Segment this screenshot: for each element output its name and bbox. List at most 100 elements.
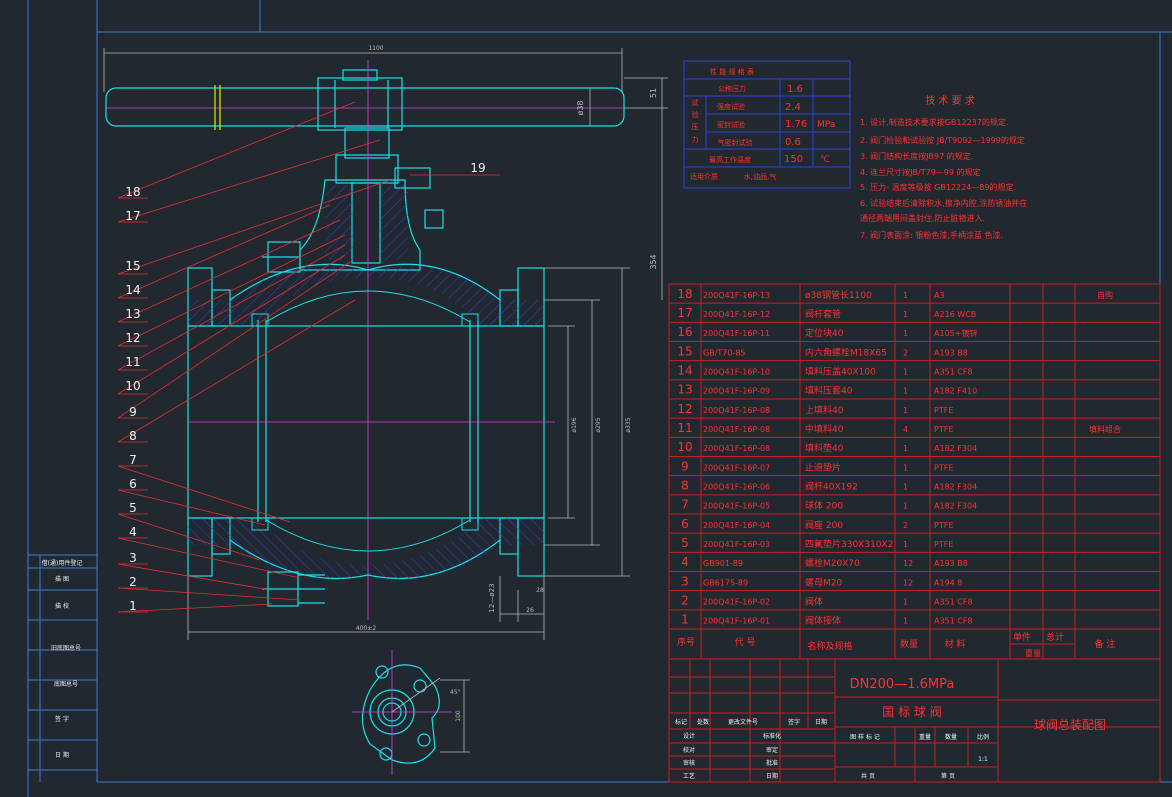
valve-side-view xyxy=(352,650,470,775)
bom-cell-no: 18 xyxy=(677,287,692,301)
bom-cell-mat: PTFE xyxy=(934,406,953,415)
tech-title: 技 术 要 求 xyxy=(925,94,975,107)
bom-cell-no: 3 xyxy=(681,574,689,588)
leader-label: 7 xyxy=(129,453,137,467)
tb-header: 标记 xyxy=(675,718,687,726)
bom-cell-mat: A182 F304 xyxy=(934,502,977,511)
bom-cell-code: 200Q41F-16P-11 xyxy=(703,329,770,338)
leader-label-19: 19 xyxy=(470,161,485,175)
tb-header: 更改文件号 xyxy=(728,718,758,726)
bom-cell-name: 四氟垫片330X310X2 xyxy=(805,538,893,550)
bom-cell-no: 14 xyxy=(677,363,692,377)
leader-label: 8 xyxy=(129,429,137,443)
bom-cell-qty: 1 xyxy=(903,597,908,606)
leader-labels: 18 17 15 14 13 12 11 10 9 8 7 6 5 4 3 2 … xyxy=(125,161,485,613)
tb-header: 签字 xyxy=(788,718,800,726)
bom-header-code: 代 号 xyxy=(735,637,756,648)
bom-header-no: 序号 xyxy=(677,636,695,648)
bom-cell-no: 4 xyxy=(681,555,689,569)
perf-row-label: 最高工作温度 xyxy=(709,155,751,164)
left-strip-item: 描 图 xyxy=(55,575,69,583)
tb-weight: 重量 xyxy=(919,733,931,741)
bom-cell-no: 8 xyxy=(681,478,689,492)
bom-cell-name: 内六角螺栓M18X65 xyxy=(805,346,887,358)
bom-cell-code: 200Q41F-16P-12 xyxy=(703,310,770,319)
left-strip: 借(通)用件登记 描 图 描 校 旧底图总号 底图总号 签 字 日 期 xyxy=(28,554,97,782)
bom-cell-no: 17 xyxy=(677,306,692,320)
perf-row-label: 气密封试验 xyxy=(718,138,753,147)
dim-total-length xyxy=(103,48,623,92)
handle-hub xyxy=(317,69,403,131)
bom-cell-code: 200Q41F-16P-01 xyxy=(703,617,770,626)
bom-cell-mat: A193 B8 xyxy=(934,559,968,568)
title-block: DN200—1.6MPa 国 标 球 阀 球阀总装配图 标记 处数 更改文件号 … xyxy=(668,658,1161,783)
bom-cell-code: 200Q41F-16P-08 xyxy=(703,425,770,434)
bom-cell-no: 1 xyxy=(681,613,689,627)
bom-cell-name: 定位块40 xyxy=(805,327,844,339)
bom-cell-qty: 1 xyxy=(903,291,908,300)
bom-cell-qty: 1 xyxy=(903,617,908,626)
tech-line: 7. 阀门表面涂: 银粉色漆,手柄涂蓝 色漆. xyxy=(860,230,1003,240)
dim-d100-text: 100 xyxy=(455,710,462,722)
tb-label: 标准化 xyxy=(763,732,781,740)
bom-cell-code: 200Q41F-16P-05 xyxy=(703,502,770,511)
dim-d295-text: ø295 xyxy=(595,417,602,432)
tb-scale: 比例 xyxy=(977,733,989,741)
tech-line: 3. 阀门结构长度按JB97 的规定. xyxy=(860,151,973,161)
valve-main-view: 1100 ø38 51 354 xyxy=(103,45,668,640)
bom-cell-qty: 1 xyxy=(903,329,908,338)
bom-cell-name: 止退垫片 xyxy=(805,461,841,473)
bom-cell-name: 填料压套40 xyxy=(805,385,853,397)
bom-cell-name: 填料压盖40X100 xyxy=(805,365,876,377)
bom-header-mat: 材 料 xyxy=(945,638,966,650)
leader-label: 15 xyxy=(125,259,140,273)
bom-cell-mat: PTFE xyxy=(934,540,953,549)
leader-label: 2 xyxy=(129,575,137,589)
perf-row-value: 1.6 xyxy=(787,84,803,95)
dim-total-length-text: 1100 xyxy=(368,45,383,52)
leader-label: 17 xyxy=(125,209,140,223)
tb-stage: 图 样 标 记 xyxy=(850,733,880,741)
tb-label: 校对 xyxy=(683,746,695,754)
handle-bar xyxy=(105,87,625,127)
leader-label: 6 xyxy=(129,477,137,491)
bom-cell-mat: A3 xyxy=(934,291,945,300)
bom-cell-qty: 1 xyxy=(903,367,908,376)
bom-cell-qty: 12 xyxy=(903,578,913,587)
bom-cell-name: 球体 200 xyxy=(805,500,843,512)
bom-cell-qty: 4 xyxy=(903,425,908,434)
dim-d28-text: 28 xyxy=(536,587,544,594)
left-strip-item: 旧底图总号 xyxy=(51,644,81,652)
bom-header-name: 名称及规格 xyxy=(807,640,852,652)
leader-lines-underline xyxy=(118,197,148,613)
tech-requirements: 技 术 要 求 1. 设计,制造技术要求按GB12237的规定. 2. 阀门检验… xyxy=(860,94,1027,240)
bom-cell-no: 9 xyxy=(681,459,689,473)
tb-total-sheets: 共 页 xyxy=(861,772,875,780)
title-spec: DN200—1.6MPa xyxy=(850,677,955,692)
bom-header: 序号 代 号 名称及规格 数量 材 料 单件 总计 重量 备 注 xyxy=(677,631,1115,658)
leader-label: 3 xyxy=(129,551,137,565)
bom-cell-qty: 2 xyxy=(903,521,908,530)
bom-cell-mat: A351 CF8 xyxy=(934,617,973,626)
bom-cell-name: 螺母M20 xyxy=(805,577,842,588)
bom-cell-qty: 1 xyxy=(903,502,908,511)
bom-cell-name: ø38钢管长1100 xyxy=(805,289,872,301)
bom-header-qty: 数量 xyxy=(900,638,918,650)
perf-row-value: 0.6 xyxy=(785,137,801,148)
bom-cell-mat: A216 WCB xyxy=(934,310,976,319)
tech-line: 2. 阀门检验和试验按 JB/T9092—1999的规定 xyxy=(860,135,1025,145)
bom-cell-no: 16 xyxy=(677,325,692,339)
perf-side-label: 试 验 压 力 xyxy=(692,98,699,144)
bom-cell-mat: A351 CF8 xyxy=(934,367,973,376)
svg-text:压: 压 xyxy=(692,123,699,131)
left-strip-item: 底图总号 xyxy=(54,680,78,688)
bom-cell-name: 阀杆40X192 xyxy=(805,480,858,492)
bom-cell-name: 阀杆套管 xyxy=(805,308,841,320)
tb-label: 设计 xyxy=(683,732,695,740)
bom-cell-mat: A182 F304 xyxy=(934,444,977,453)
bom-cell-code: 200Q41F-16P-06 xyxy=(703,482,770,491)
bom-cell-code: 200Q41F-16P-08 xyxy=(703,444,770,453)
dim-d354-text: 354 xyxy=(649,254,658,269)
perf-medium-value: 水,油品,气 xyxy=(744,172,776,181)
